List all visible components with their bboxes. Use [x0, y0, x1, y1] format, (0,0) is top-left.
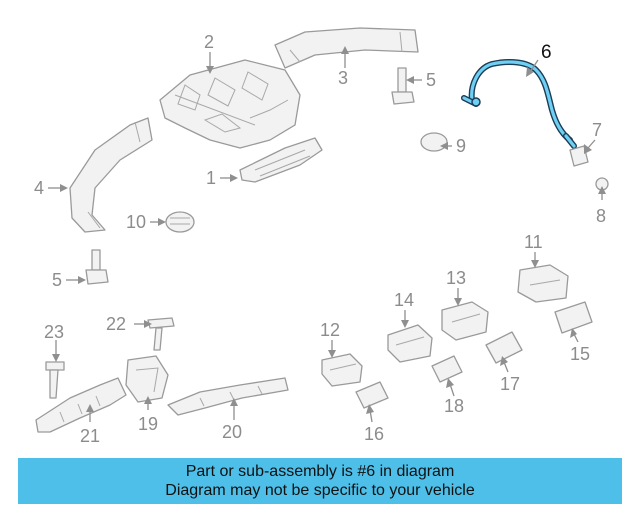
- part-6-drain-hose: [461, 59, 577, 149]
- callout-19: 19: [138, 414, 158, 434]
- part-4-side-duct: [69, 117, 153, 233]
- banner-line-disclaimer: Diagram may not be specific to your vehi…: [165, 482, 475, 499]
- part-12-vent: [321, 353, 363, 387]
- callout-11: 11: [524, 232, 543, 252]
- callout-5-upper: 5: [426, 70, 436, 90]
- leader-lines: [48, 46, 606, 423]
- callout-16: 16: [364, 424, 384, 444]
- part-7-connector: [569, 145, 589, 167]
- part-19-bracket: [125, 355, 169, 403]
- callout-12: 12: [320, 320, 340, 340]
- part-22-fastener: [147, 317, 175, 351]
- part-5-clip-lower: [85, 249, 109, 285]
- part-18-vent-trim: [431, 355, 463, 383]
- part-5-clip-upper: [391, 67, 415, 105]
- callout-2: 2: [204, 32, 214, 52]
- part-2-distribution-duct: [159, 59, 301, 149]
- callout-23: 23: [44, 322, 64, 342]
- callout-9: 9: [456, 136, 466, 156]
- info-banner: Part or sub-assembly is #6 in diagram Di…: [18, 458, 622, 504]
- part-9-gasket: [420, 132, 448, 152]
- callout-22: 22: [106, 314, 126, 334]
- callout-5-lower: 5: [52, 270, 62, 290]
- callout-labels: 2 3 5 6 7 8 9 1 4 10 5 11 15 13 17 14 18…: [34, 32, 606, 446]
- callout-8: 8: [596, 206, 606, 226]
- callout-17: 17: [500, 374, 520, 394]
- part-1-center-vent: [239, 137, 323, 183]
- part-10-round-vent: [165, 211, 195, 233]
- part-20-floor-duct: [167, 377, 289, 416]
- part-17-vent-trim: [485, 331, 523, 364]
- parts-diagram: 2 3 5 6 7 8 9 1 4 10 5 11 15 13 17 14 18…: [34, 27, 609, 446]
- part-21-rear-duct: [35, 377, 127, 433]
- part-11-vent: [517, 264, 569, 303]
- part-16-vent-trim: [355, 381, 389, 409]
- callout-6[interactable]: 6: [541, 42, 552, 63]
- callout-10: 10: [126, 212, 146, 232]
- part-15-vent-trim: [554, 301, 593, 334]
- callout-18: 18: [444, 396, 464, 416]
- callout-1: 1: [206, 168, 216, 188]
- callout-21: 21: [80, 426, 100, 446]
- part-23-sensor: [45, 361, 65, 399]
- callout-15: 15: [570, 344, 590, 364]
- part-3-upper-duct: [274, 27, 419, 69]
- banner-line-part: Part or sub-assembly is #6 in diagram: [185, 463, 455, 480]
- part-13-vent: [441, 301, 489, 341]
- callout-3: 3: [338, 68, 348, 88]
- callout-14: 14: [394, 290, 414, 310]
- callout-20: 20: [222, 422, 242, 442]
- part-14-vent: [387, 324, 433, 363]
- callout-7: 7: [592, 120, 602, 140]
- callout-4: 4: [34, 178, 44, 198]
- callout-13: 13: [446, 268, 466, 288]
